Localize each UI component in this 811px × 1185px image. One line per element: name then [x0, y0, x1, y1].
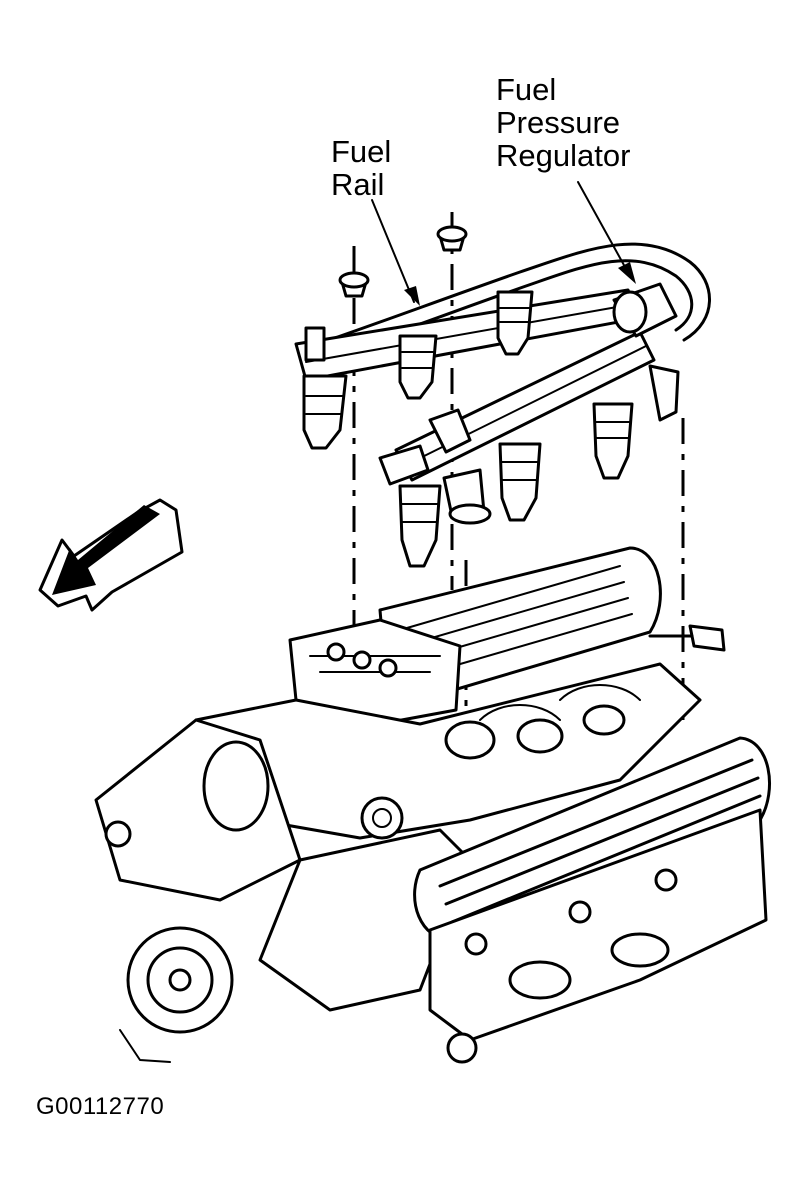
- fuel-pressure-regulator: [612, 282, 678, 338]
- fuel-injector: [496, 290, 534, 356]
- bolt: [338, 271, 370, 298]
- callout-leaders: [371, 181, 636, 306]
- fuel-rail-label: Fuel Rail: [331, 134, 392, 202]
- figure-id: G00112770: [36, 1093, 165, 1120]
- fuel-injector: [498, 442, 542, 522]
- fuel-pressure-regulator-label: Fuel Pressure Regulator: [496, 72, 631, 173]
- bolt: [436, 225, 468, 252]
- fuel-injector: [592, 402, 634, 480]
- fuel-injector: [302, 374, 348, 450]
- crankshaft-pulley: [119, 926, 234, 1063]
- valve-cover-right: [413, 736, 772, 1064]
- fuel-injector: [398, 334, 438, 400]
- lower-intake-manifold: [194, 662, 702, 840]
- fuel-rail-front: [378, 330, 680, 525]
- fuel-injector: [398, 484, 442, 568]
- front-direction-arrow: [38, 498, 184, 612]
